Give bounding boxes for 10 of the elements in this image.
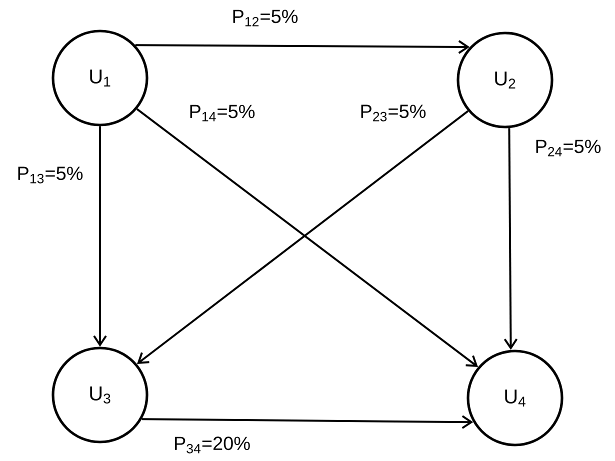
edge-label: P$_{24}$=5% [534, 138, 602, 158]
edge-label: P$_{12}$=5% [230, 8, 300, 28]
edge-label: P$_{13}$=5% [16, 166, 84, 184]
arrow [142, 415, 474, 429]
arrow [135, 40, 470, 54]
arrow [504, 128, 518, 350]
edge-label: P$_{34}$=20% [172, 436, 252, 454]
edge-label: P$_{23}$=5% [358, 104, 428, 122]
edge-label: P$_{14}$=5% [188, 104, 256, 122]
arrow [93, 126, 107, 347]
